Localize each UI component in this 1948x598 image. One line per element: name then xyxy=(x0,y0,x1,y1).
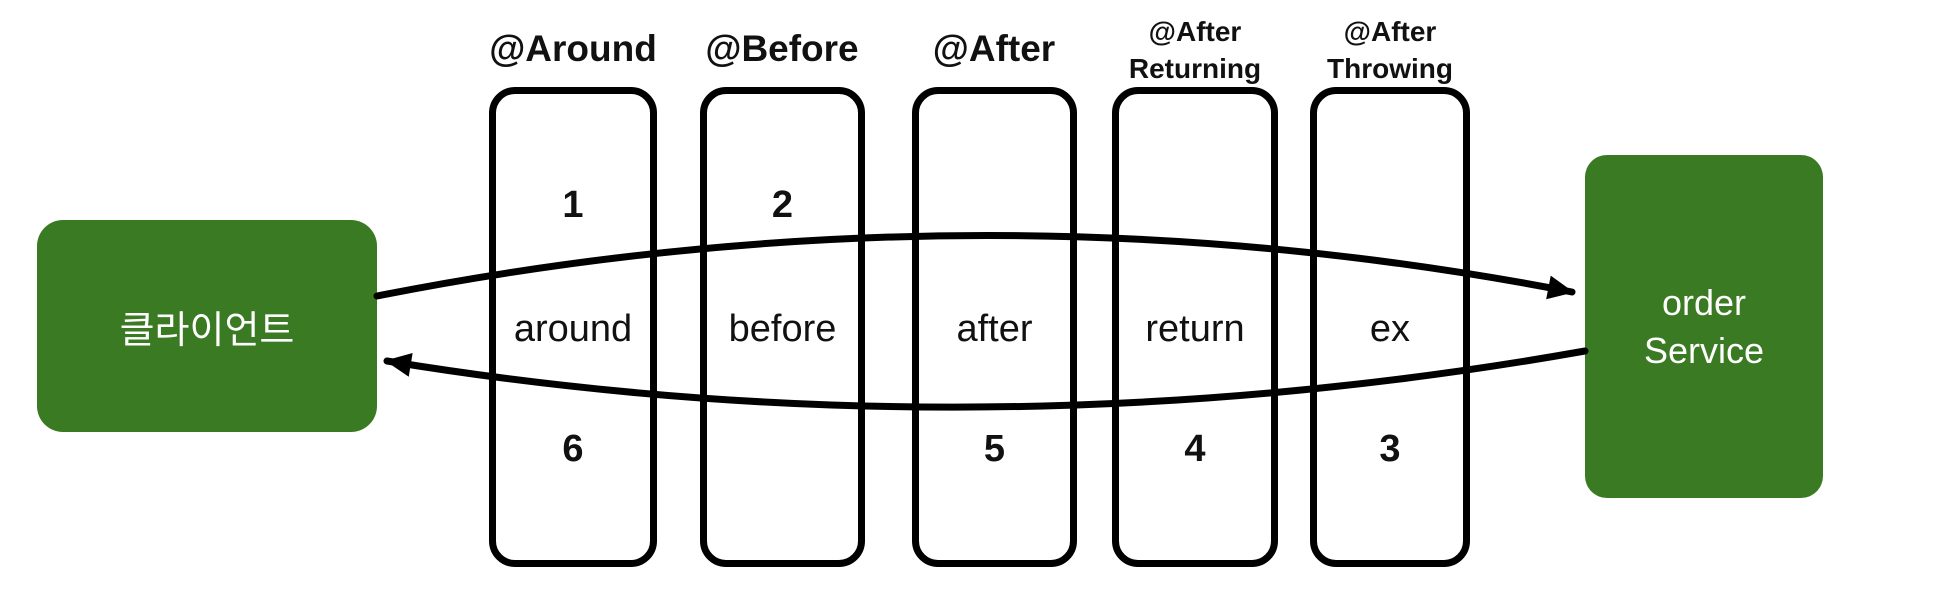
order-service-node: order Service xyxy=(1585,155,1823,498)
order-service-node-label: order Service xyxy=(1643,281,1765,371)
advice-box-around: 1 around 6 xyxy=(489,87,657,567)
client-node: 클라이언트 xyxy=(37,220,377,432)
advice-header-around: @Around xyxy=(489,28,657,69)
advice-order-in: 2 xyxy=(771,184,794,226)
advice-header-before: @Before xyxy=(705,28,859,69)
advice-header-after-throwing: @After Throwing xyxy=(1327,16,1453,84)
advice-label: before xyxy=(728,308,837,350)
advice-order-out: 3 xyxy=(1379,428,1401,470)
advice-label: return xyxy=(1145,308,1245,350)
advice-label: after xyxy=(956,308,1033,350)
advice-label: around xyxy=(513,308,633,350)
advice-box-after-returning: return 4 xyxy=(1112,87,1278,567)
advice-order-in: 1 xyxy=(562,184,584,226)
advice-order-in xyxy=(1317,184,1463,226)
advice-order-out: 5 xyxy=(983,428,1006,470)
advice-box-after-throwing: ex 3 xyxy=(1310,87,1470,567)
advice-header-after-returning: @After Returning xyxy=(1128,16,1262,84)
client-node-label: 클라이언트 xyxy=(119,309,295,352)
advice-order-out xyxy=(707,428,858,470)
advice-order-out: 6 xyxy=(562,428,584,470)
advice-header-after: @After xyxy=(932,28,1056,69)
advice-label: ex xyxy=(1369,308,1411,350)
advice-box-after: after 5 xyxy=(912,87,1077,567)
advice-order-in xyxy=(919,184,1070,226)
advice-order-out: 4 xyxy=(1184,428,1206,470)
advice-box-before: 2 before xyxy=(700,87,865,567)
advice-order-in xyxy=(1119,184,1271,226)
